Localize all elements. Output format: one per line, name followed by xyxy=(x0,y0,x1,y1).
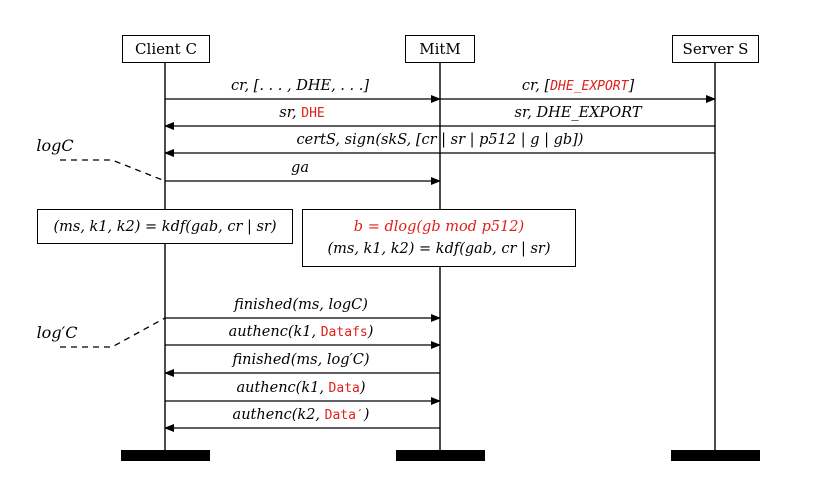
log-c-prime-pointer xyxy=(60,317,166,348)
highlight-data: Data xyxy=(328,381,360,396)
participant-client: Client C xyxy=(122,35,210,63)
message-label-m7: finished(ms, log′C) xyxy=(232,352,370,368)
highlight-dhe-export: DHE_EXPORT xyxy=(550,79,629,94)
message-label-m5: finished(ms, logC) xyxy=(234,297,368,313)
message-label-m8: authenc(k1, Data) xyxy=(236,380,366,396)
lifeline-end-client xyxy=(121,450,210,461)
log-c-prime-label: log′C xyxy=(36,323,78,342)
message-label-m4: ga xyxy=(291,160,309,176)
participant-server-label: Server S xyxy=(682,40,749,58)
log-c-pointer xyxy=(60,159,166,182)
message-label-m9: authenc(k2, Data′) xyxy=(232,407,370,423)
message-label-m2-right: sr, DHE_EXPORT xyxy=(514,105,642,121)
message-label-m2-left: sr, DHE xyxy=(279,105,325,121)
message-label-m6: authenc(k1, Datafs) xyxy=(228,324,374,340)
lifeline-end-server xyxy=(671,450,760,461)
mitm-computation-dlog: b = dlog(gb mod p512) xyxy=(353,219,525,235)
participant-client-label: Client C xyxy=(135,40,197,58)
highlight-data-fs: Datafs xyxy=(320,325,368,340)
mitm-computation-box: b = dlog(gb mod p512) (ms, k1, k2) = kdf… xyxy=(302,209,576,267)
highlight-data-prime: Data′ xyxy=(324,408,364,423)
message-label-m1-right: cr, [DHE_EXPORT] xyxy=(521,78,635,94)
client-computation-box: (ms, k1, k2) = kdf(gab, cr | sr) xyxy=(37,209,293,244)
client-computation: (ms, k1, k2) = kdf(gab, cr | sr) xyxy=(53,218,277,235)
participant-mitm: MitM xyxy=(405,35,475,63)
lifeline-end-mitm xyxy=(396,450,485,461)
participant-server: Server S xyxy=(672,35,759,63)
message-label-m3: certS, sign(skS, [cr | sr | p512 | g | g… xyxy=(296,132,584,148)
participant-mitm-label: MitM xyxy=(419,40,461,58)
highlight-dhe: DHE xyxy=(301,106,325,121)
mitm-computation-kdf: (ms, k1, k2) = kdf(gab, cr | sr) xyxy=(327,241,551,257)
message-label-m1-left: cr, [. . . , DHE, . . .] xyxy=(231,78,369,94)
log-c-label: logC xyxy=(36,136,74,155)
